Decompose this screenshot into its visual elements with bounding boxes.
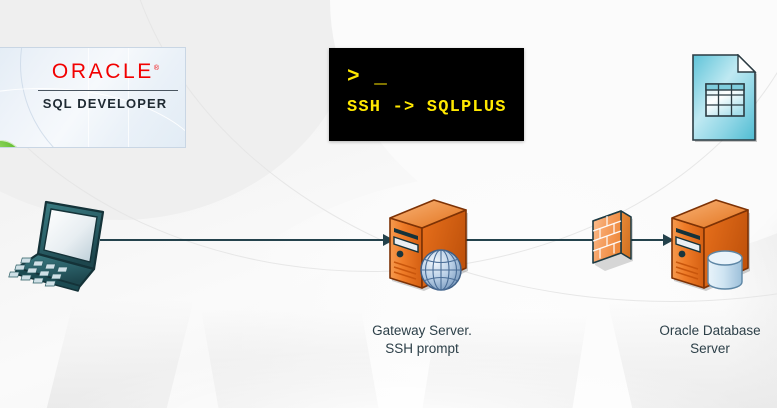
gateway-server-icon (378, 196, 474, 294)
oracle-database-server-icon (660, 196, 756, 294)
client-laptop-icon (8, 196, 116, 292)
terminal-prompt-line: > _ (347, 66, 388, 89)
connector-gateway-to-firewall (466, 239, 596, 241)
splash-frame: ORACLE® SQL DEVELOPER (0, 47, 186, 148)
splash-divider (88, 48, 89, 147)
terminal-screen: > _ SSH -> SQLPLUS (329, 48, 524, 141)
background-arc (0, 0, 777, 272)
terminal-command-line: SSH -> SQLPLUS (347, 98, 507, 117)
gateway-server-label: Gateway Server. SSH prompt (372, 323, 472, 356)
laptop-icon (8, 200, 105, 292)
connector-laptop-to-gateway (100, 239, 386, 241)
oracle-database-server-label: Oracle Database Server (659, 323, 761, 356)
oracle-sql-developer-splash: ORACLE® SQL DEVELOPER (0, 47, 186, 148)
query-result-document-icon (692, 53, 758, 142)
background-sheen (0, 338, 777, 408)
database-server-icon (671, 199, 750, 291)
oracle-wordmark: ORACLE® (38, 60, 173, 84)
connector-firewall-to-database (630, 239, 668, 241)
oracle-wordmark-text: ORACLE (51, 60, 154, 83)
ssh-terminal-window: > _ SSH -> SQLPLUS (329, 48, 524, 141)
splash-divider (128, 48, 129, 147)
registered-trademark-icon: ® (153, 65, 160, 72)
document-icon (692, 53, 757, 142)
arrowhead-into-database (663, 234, 674, 246)
firewall-icon (588, 209, 636, 271)
arrowhead-into-gateway (383, 234, 394, 246)
brick-wall-icon (592, 210, 633, 271)
server-tower-icon (389, 199, 468, 291)
sql-developer-badge-icon (0, 140, 24, 147)
splash-product-name: SQL DEVELOPER (42, 96, 168, 111)
splash-rule (38, 90, 178, 91)
